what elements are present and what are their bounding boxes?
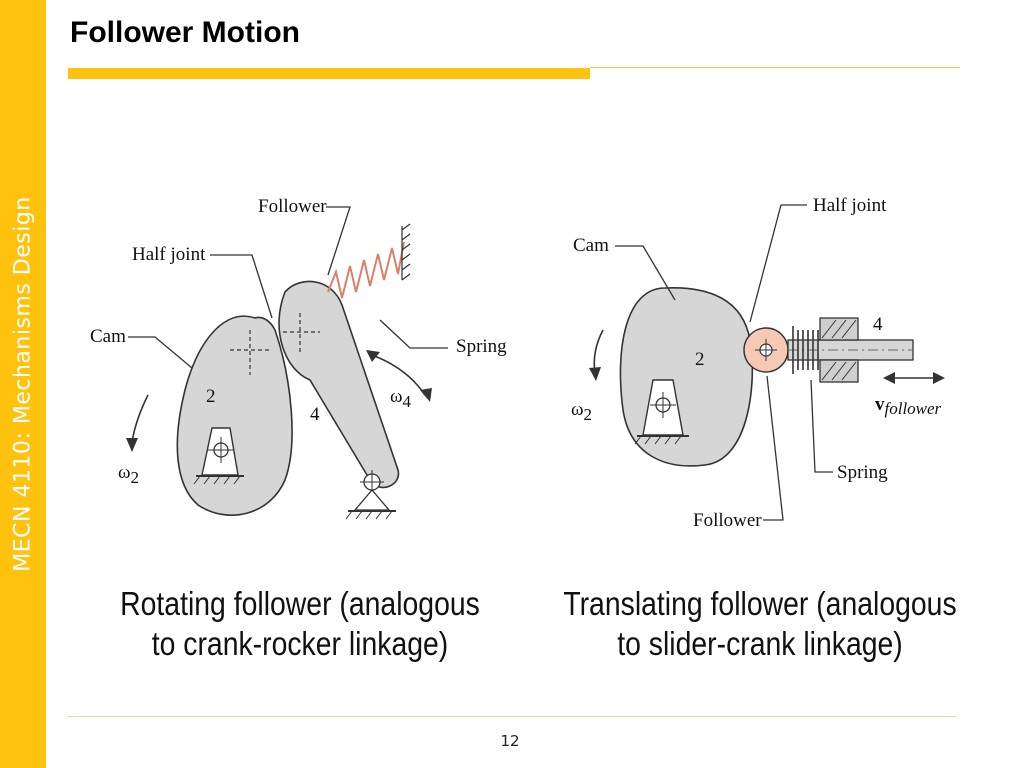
- follower-leader: [763, 375, 784, 521]
- omega4-subscript: 4: [403, 392, 412, 411]
- cam-number-label: 2: [206, 386, 216, 407]
- velocity-label: vfollower: [875, 394, 942, 418]
- omega2-arrow: [593, 329, 604, 373]
- spring-wall: [401, 223, 411, 281]
- velocity-symbol: v: [875, 394, 885, 415]
- follower-label: Follower: [693, 510, 762, 531]
- cam-ground-pivot: [193, 427, 244, 485]
- rotating-follower-link: [278, 280, 400, 489]
- roller-follower: [743, 327, 789, 373]
- spring-label: Spring: [837, 462, 888, 483]
- velocity-subscript: follower: [885, 399, 942, 418]
- cam-label: Cam: [573, 235, 609, 256]
- cam-ground-pivot: [634, 379, 689, 445]
- cam-center-crosshair: [230, 330, 270, 375]
- half-joint-label: Half joint: [813, 195, 887, 216]
- translating-follower-diagram: Half joint Cam 2 4 Spring Follower ω2 vf…: [545, 180, 965, 540]
- cam-leader: [615, 245, 676, 301]
- cam-number-label: 2: [695, 349, 705, 370]
- link-number-label: 4: [873, 314, 883, 335]
- spring-label: Spring: [456, 336, 507, 357]
- spring-leader: [810, 379, 833, 473]
- omega2-label: ω2: [118, 462, 139, 487]
- spring-leader: [379, 319, 448, 349]
- omega4-symbol: ω: [390, 386, 403, 407]
- follower-ground-pivot: [345, 470, 396, 520]
- footer-rule: [68, 716, 956, 717]
- cam-shape: [619, 287, 754, 467]
- rotating-follower-caption: Rotating follower (analogous to crank-ro…: [111, 584, 489, 664]
- rotating-caption-line1: Rotating follower (analogous: [120, 585, 480, 622]
- guide-bushing: [819, 317, 859, 383]
- half-joint-label: Half joint: [132, 244, 206, 265]
- cam-label: Cam: [90, 326, 126, 347]
- translating-caption-line2: to slider-crank linkage): [617, 625, 903, 662]
- translating-follower-svg: Half joint Cam 2 4 Spring Follower ω2 vf…: [571, 195, 945, 531]
- omega2-subscript: 2: [131, 468, 140, 487]
- title-underline-thin: [590, 67, 960, 68]
- follower-label: Follower: [258, 196, 327, 217]
- follower-leader: [326, 206, 351, 276]
- half-joint-leader: [749, 204, 807, 323]
- cam-leader: [128, 336, 193, 369]
- rotating-follower-svg: Follower Half joint Cam Spring 2 4 ω2 ω4: [90, 196, 507, 520]
- rotating-caption-line2: to crank-rocker linkage): [151, 625, 449, 662]
- page-number: 12: [500, 732, 520, 750]
- omega2-label: ω2: [571, 399, 592, 424]
- side-accent-bar: MECN 4110: Mechanisms Design: [0, 0, 46, 768]
- spring-coil: [792, 326, 819, 374]
- link-number-label: 4: [310, 404, 320, 425]
- translating-caption-line1: Translating follower (analogous: [563, 585, 957, 622]
- slide-title: Follower Motion: [70, 16, 300, 49]
- follower-center-crosshair: [283, 313, 320, 352]
- translating-follower-caption: Translating follower (analogous to slide…: [562, 584, 958, 664]
- omega2-symbol: ω: [571, 399, 584, 420]
- rotating-follower-diagram: Follower Half joint Cam Spring 2 4 ω2 ω4: [80, 180, 520, 540]
- cam-shape: [176, 315, 293, 516]
- omega2-arrow: [131, 394, 149, 443]
- omega2-symbol: ω: [118, 462, 131, 483]
- title-underline-thick: [68, 68, 590, 79]
- course-title: MECN 4110: Mechanisms Design: [10, 196, 36, 572]
- half-joint-leader: [210, 254, 273, 319]
- omega4-label: ω4: [390, 386, 412, 411]
- omega2-subscript: 2: [584, 405, 593, 424]
- spring-coil: [327, 241, 405, 299]
